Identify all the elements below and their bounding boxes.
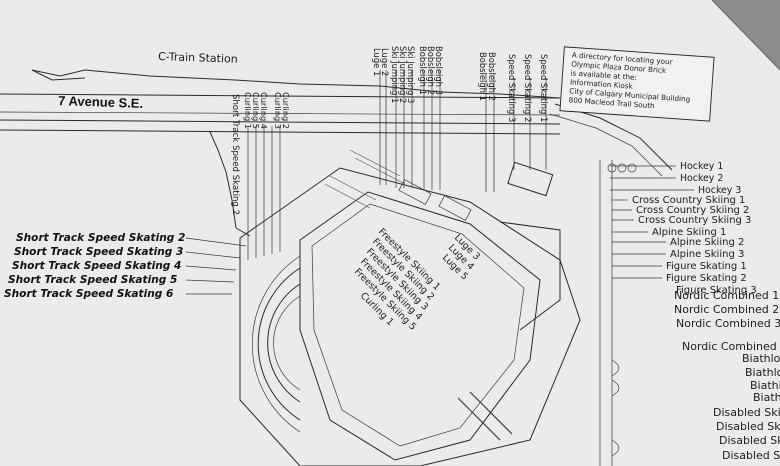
venue-label: Speed Skating 1 (539, 54, 549, 122)
venue-label: Curling 3 (273, 92, 283, 129)
venue-label: Disabled Skiing 4 (722, 449, 780, 462)
venue-label: Luge 2 (380, 48, 390, 76)
venue-label: Alpine Skiing 3 (670, 249, 744, 260)
venue-label: Bobsleigh 2 (487, 52, 497, 101)
venue-label: Short Track Speed Skating 3 (14, 246, 183, 258)
venue-label: Biathlon 2 (745, 366, 780, 379)
venue-label: Cross Country Skiing 2 (636, 205, 749, 216)
venue-label: Bobsleigh 1 (418, 46, 428, 95)
plaza-outline (239, 103, 673, 466)
venue-label: Short Track Speed Skating 2 (230, 94, 240, 215)
venue-label: Cross Country Skiing 1 (632, 195, 745, 206)
venue-label: Nordic Combined 1 (674, 289, 779, 302)
venue-label: Curling 4 (259, 92, 269, 129)
venue-label: Biathlon 1 (742, 352, 780, 365)
venue-label: Speed Skating 3 (507, 54, 517, 122)
venue-label: Biathlon 4 (753, 391, 780, 404)
venue-label: Short Track Speed Skating 4 (12, 260, 181, 272)
venue-label: Ski Jumping 3 (406, 46, 416, 103)
venue-label: Nordic Combined 2 (674, 303, 779, 316)
venue-label: Alpine Skiing 1 (652, 227, 726, 238)
venue-label: Biathlon 3 (750, 379, 780, 392)
venue-label: Hockey 1 (680, 161, 723, 172)
info-box: A directory for locating your Olympic Pl… (559, 46, 715, 122)
venue-label: Luge 1 (372, 48, 382, 76)
venue-label: Nordic Combined 4 (682, 340, 780, 353)
leader-lines (185, 70, 694, 295)
venue-label: Figure Skating 2 (666, 273, 747, 284)
left-labels: Short Track Speed Skating 2 Short Track … (4, 232, 185, 300)
venue-label: Disabled Skiing 1 (713, 406, 780, 419)
venue-label: Disabled Skiing 2 (716, 420, 780, 433)
venue-label: Short Track Speed Skating 6 (4, 288, 173, 300)
venue-label: Disabled Skiing 3 (719, 434, 780, 447)
venue-label: Hockey 3 (698, 185, 741, 196)
venue-label: Speed Skating 2 (523, 54, 533, 122)
streets (0, 69, 561, 237)
station-label: C-Train Station (158, 50, 238, 66)
venue-label: Curling 5 (251, 92, 261, 129)
venue-label: Short Track Speed Skating 2 (16, 232, 185, 244)
venue-label: Ski Jumping 2 (398, 46, 408, 103)
venue-label: Ski Jumping 1 (390, 46, 400, 103)
info-line: Information Kiosk (570, 77, 634, 90)
paper-edge (711, 0, 780, 71)
venue-label: Nordic Combined 3 (676, 317, 780, 330)
curling-labels: Curling 1 Curling 5 Curling 4 Curling 3 … (230, 92, 291, 215)
venue-label: Cross Country Skiing 3 (638, 215, 751, 226)
street-label: 7 Avenue S.E. (58, 93, 143, 111)
venue-label: Short Track Speed Skating 5 (8, 274, 177, 286)
venue-label: Alpine Skiing 2 (670, 237, 744, 248)
venue-label: Curling 2 (281, 92, 291, 129)
venue-label: Curling 1 (243, 92, 253, 129)
venue-label: Bobsleigh 3 (434, 46, 444, 95)
right-labels: Hockey 1 Hockey 2 Hockey 3 Cross Country… (632, 161, 780, 462)
venue-label: Bobsleigh 2 (426, 46, 436, 95)
venue-label: Hockey 2 (680, 173, 723, 184)
top-labels: Luge 1 Luge 2 Ski Jumping 1 Ski Jumping … (372, 46, 549, 122)
venue-label: Bobsleigh 1 (478, 52, 488, 101)
venue-label: Figure Skating 1 (666, 261, 747, 272)
venue-label: Figure Skating 3 (676, 285, 757, 296)
